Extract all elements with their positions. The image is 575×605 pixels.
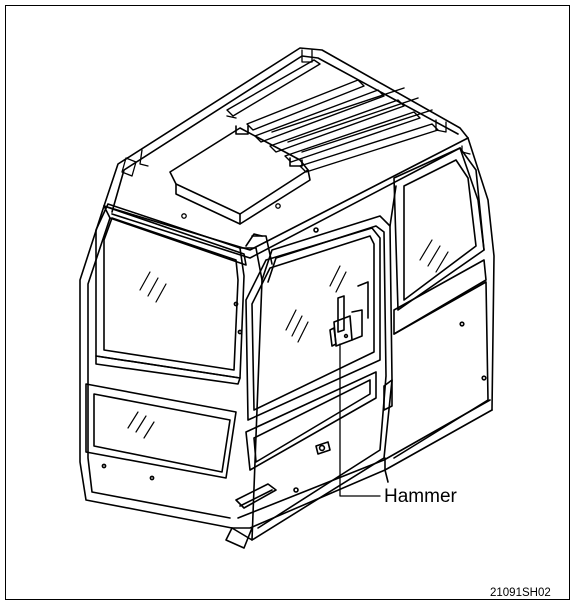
callout-leader [339, 343, 381, 497]
roof-slats [226, 59, 439, 173]
side-window [383, 147, 489, 459]
front-windshield [85, 203, 245, 481]
hammer-callout-label: Hammer [384, 486, 457, 507]
figure-frame [5, 5, 570, 600]
drawing-code: 21091SH02 [490, 587, 551, 599]
hammer [329, 281, 369, 347]
roof-hardware [121, 49, 471, 219]
roof-hatch [169, 125, 311, 225]
